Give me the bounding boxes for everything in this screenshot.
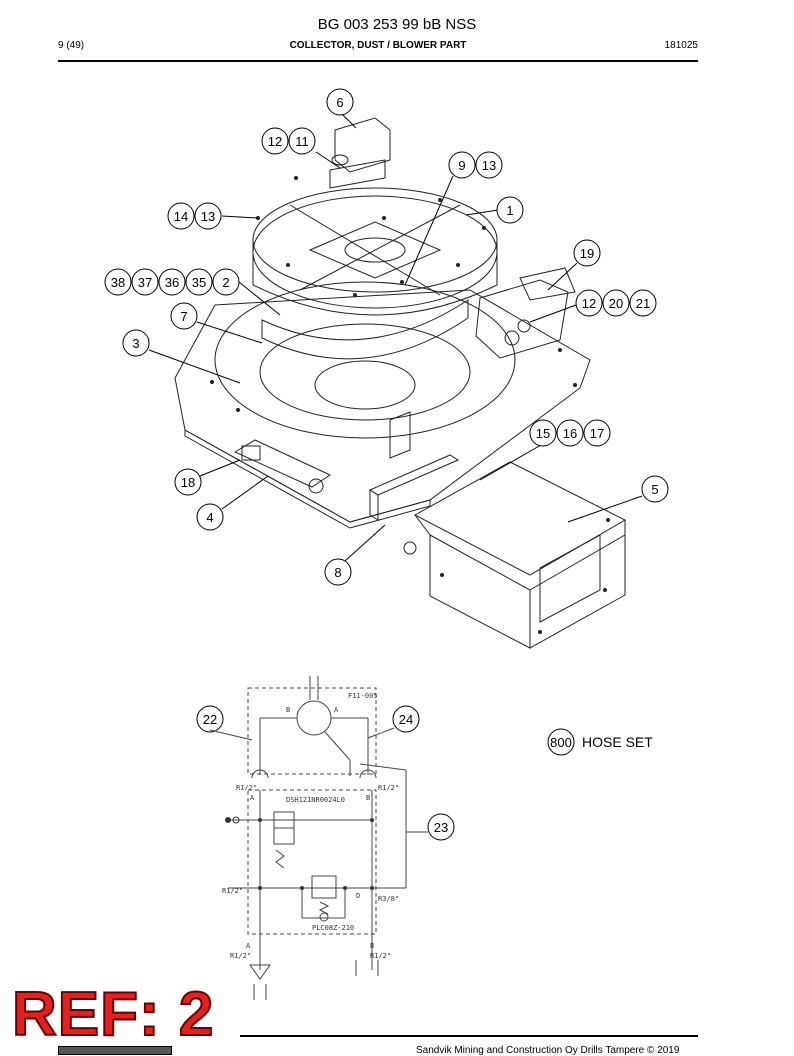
document-id: 181025 [664,40,698,51]
callout-12a: 12 [261,127,289,155]
callout-7: 7 [170,302,198,330]
svg-text:R1/2": R1/2" [378,784,399,792]
svg-text:7: 7 [180,309,187,324]
callout-14: 14 [167,202,195,230]
svg-text:800: 800 [550,735,572,750]
callout-36: 36 [158,268,186,296]
svg-text:R1/2": R1/2" [370,952,391,960]
svg-text:37: 37 [138,275,152,290]
callout-11: 11 [288,127,316,155]
svg-text:12: 12 [268,134,282,149]
svg-text:D: D [356,892,360,900]
svg-text:R1/2": R1/2" [230,952,251,960]
svg-text:B: B [366,794,370,802]
svg-text:22: 22 [203,712,217,727]
svg-text:19: 19 [580,246,594,261]
svg-text:8: 8 [334,565,341,580]
svg-text:3: 3 [132,336,139,351]
callout-13b: 13 [194,202,222,230]
svg-text:12: 12 [582,296,596,311]
svg-text:20: 20 [609,296,623,311]
callout-4: 4 [196,503,224,531]
svg-text:R1/2": R1/2" [236,784,257,792]
svg-text:PLC08Z-210: PLC08Z-210 [312,924,354,932]
svg-text:23: 23 [434,820,448,835]
callout-37: 37 [131,268,159,296]
callout-bubbles: 6 12 11 9 13 14 13 1 19 38 37 36 35 2 12… [104,88,669,841]
document-title: BG 003 253 99 bB NSS [317,16,477,33]
svg-text:38: 38 [111,275,125,290]
callout-24: 24 [392,705,420,733]
callout-800: 800 [547,728,575,756]
svg-text:B: B [286,706,290,714]
callout-6: 6 [326,88,354,116]
callout-35: 35 [185,268,213,296]
section-title: COLLECTOR, DUST / BLOWER PART [289,40,467,51]
svg-text:2: 2 [222,275,229,290]
page-number: 9 (49) [58,40,85,51]
svg-text:R1/2": R1/2" [222,887,243,895]
svg-text:35: 35 [192,275,206,290]
svg-text:13: 13 [201,209,215,224]
callout-13a: 13 [475,151,503,179]
callout-16: 16 [556,419,584,447]
svg-text:18: 18 [181,475,195,490]
svg-text:36: 36 [165,275,179,290]
svg-text:A: A [334,706,339,714]
svg-text:21: 21 [636,296,650,311]
callout-2: 2 [212,268,240,296]
svg-text:A: A [250,794,255,802]
callout-20: 20 [602,289,630,317]
hose-set-label: HOSE SET [582,734,653,750]
svg-text:24: 24 [399,712,413,727]
callout-17: 17 [583,419,611,447]
svg-text:5: 5 [651,482,658,497]
header-rule [58,60,698,62]
svg-text:6: 6 [336,95,343,110]
svg-text:11: 11 [295,134,309,149]
svg-text:17: 17 [590,426,604,441]
svg-text:A: A [246,942,251,950]
callout-3: 3 [122,329,150,357]
footer-rule [240,1035,698,1037]
hydraulic-schematic: F11-005 DSH121NR0024L0 PLC08Z-210 R1/2" … [209,676,428,1000]
callout-5: 5 [641,475,669,503]
callout-21: 21 [629,289,657,317]
callout-9: 9 [448,151,476,179]
callout-1: 1 [496,196,524,224]
svg-text:R3/8": R3/8" [378,895,399,903]
callout-22: 22 [196,705,224,733]
callout-18: 18 [174,468,202,496]
svg-text:15: 15 [536,426,550,441]
svg-text:DSH121NR0024L0: DSH121NR0024L0 [286,796,345,804]
callout-8: 8 [324,558,352,586]
ref-stamp: REF: 2 [11,980,215,1049]
callout-23: 23 [427,813,455,841]
svg-text:1: 1 [506,203,513,218]
callout-12b: 12 [575,289,603,317]
svg-text:14: 14 [174,209,188,224]
svg-text:16: 16 [563,426,577,441]
callout-15: 15 [529,419,557,447]
svg-text:F11-005: F11-005 [348,692,378,700]
callout-38: 38 [104,268,132,296]
footer-copyright: Sandvik Mining and Construction Oy Drill… [416,1045,680,1056]
svg-text:B: B [370,942,374,950]
callout-19: 19 [573,239,601,267]
svg-text:13: 13 [482,158,496,173]
svg-text:9: 9 [458,158,465,173]
svg-text:4: 4 [206,510,213,525]
